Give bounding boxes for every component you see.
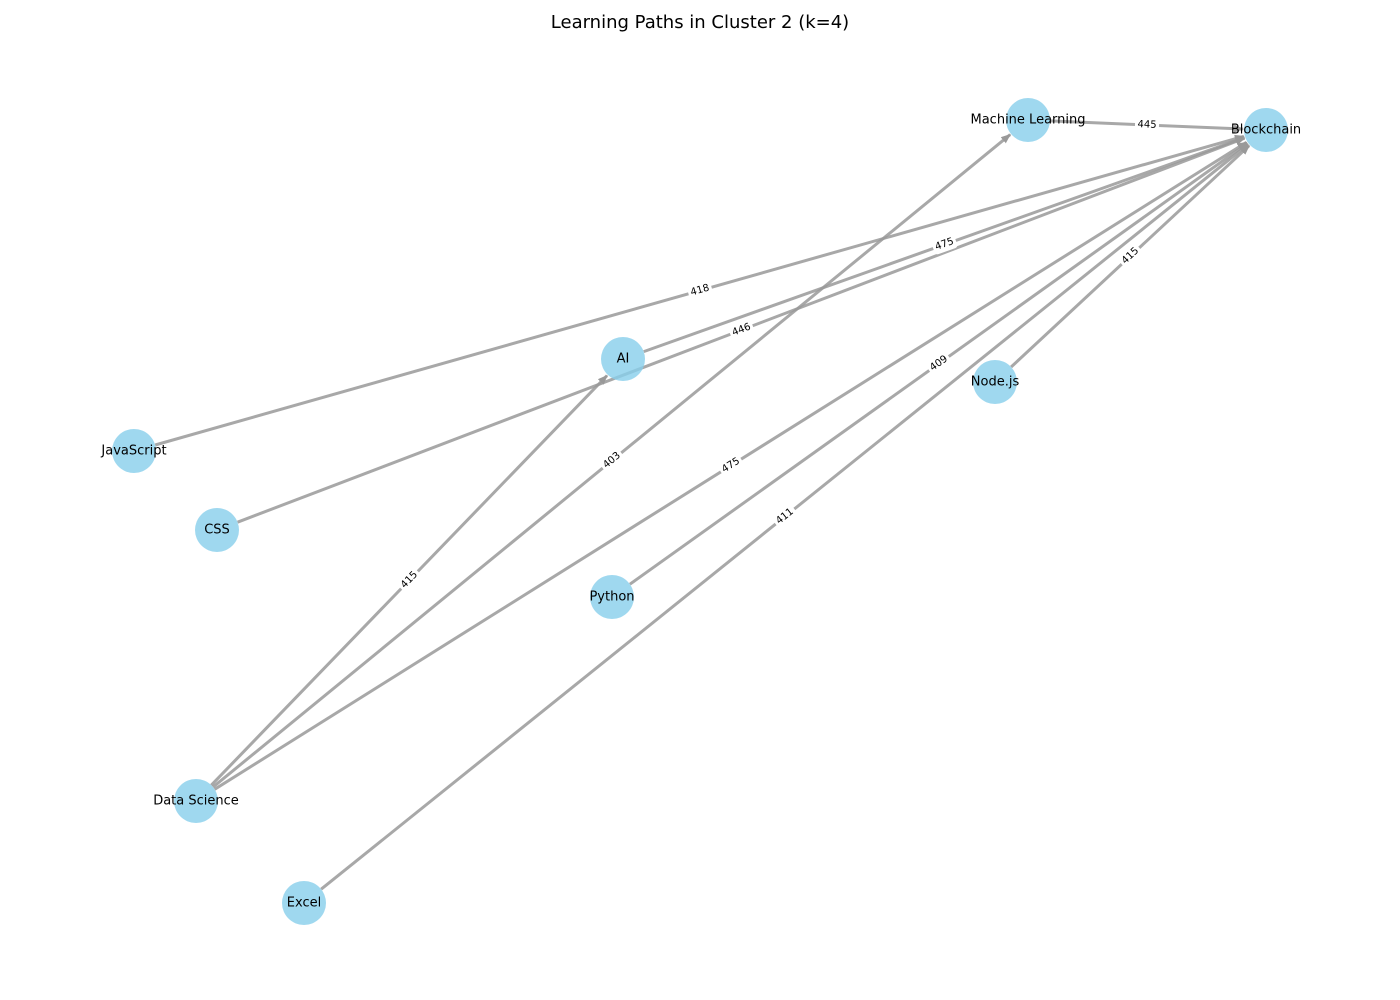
node-ml bbox=[1006, 98, 1050, 142]
node-label-excel: Excel bbox=[287, 896, 321, 911]
edge-weight-label-bg bbox=[926, 352, 952, 375]
edge-weight-label: 475 bbox=[931, 234, 958, 255]
node-ai bbox=[601, 337, 645, 381]
edge-weight-label: 409 bbox=[926, 352, 952, 375]
edge-weight-label-bg bbox=[931, 234, 958, 255]
node-css bbox=[195, 508, 239, 552]
node-label-python: Python bbox=[589, 590, 634, 605]
node-label-javascript: JavaScript bbox=[100, 444, 166, 459]
edge-weight-label-bg bbox=[687, 281, 713, 300]
edge-weight-label-bg bbox=[718, 454, 744, 477]
edge-weight-label-bg bbox=[1134, 117, 1160, 133]
edge-weight-label: 418 bbox=[687, 281, 713, 300]
edge-weight-label-bg bbox=[728, 320, 755, 340]
node-datascience bbox=[174, 779, 218, 823]
node-label-css: CSS bbox=[204, 523, 230, 538]
node-label-datascience: Data Science bbox=[153, 794, 239, 809]
edge-weight-label-bg bbox=[1118, 243, 1143, 269]
edges-layer bbox=[154, 119, 1251, 891]
node-blockchain bbox=[1244, 108, 1288, 152]
node-python bbox=[590, 575, 634, 619]
node-label-ml: Machine Learning bbox=[971, 113, 1086, 128]
edge-weight-label: 445 bbox=[1134, 117, 1160, 133]
edge-weight-label-bg bbox=[599, 448, 625, 473]
node-label-blockchain: Blockchain bbox=[1231, 123, 1301, 138]
edge-weight-text: 418 bbox=[689, 283, 710, 299]
node-javascript bbox=[112, 429, 156, 473]
edge-weight-label: 446 bbox=[728, 320, 755, 340]
edge-weight-label-bg bbox=[397, 567, 422, 593]
node-label-ai: AI bbox=[617, 352, 630, 367]
node-excel bbox=[282, 881, 326, 925]
edge-weight-label-bg bbox=[772, 504, 798, 529]
diagram-title: Learning Paths in Cluster 2 (k=4) bbox=[550, 12, 850, 33]
edge-weight-text: 445 bbox=[1137, 119, 1157, 131]
node-label-nodejs: Node.js bbox=[971, 375, 1020, 390]
node-nodejs bbox=[973, 360, 1017, 404]
edge-weight-label: 475 bbox=[718, 454, 744, 477]
